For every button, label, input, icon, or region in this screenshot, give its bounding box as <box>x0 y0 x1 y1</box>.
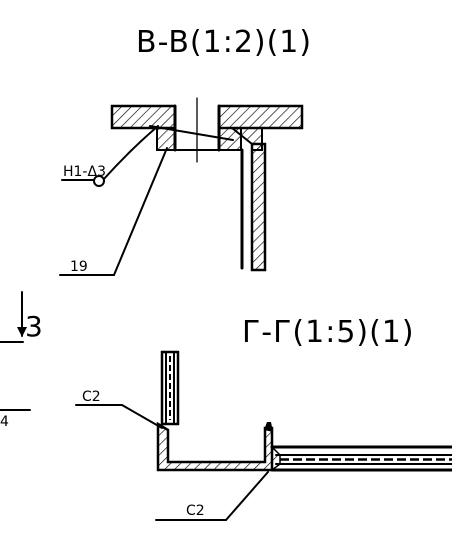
weld-callout-lower: C2 <box>155 471 269 521</box>
left-edge-markers: 3 4 <box>0 291 43 430</box>
part-number-label: 19 <box>70 259 88 275</box>
weld-mark-label: H1-Δ3 <box>63 164 106 180</box>
weld-label-lower: C2 <box>186 503 205 519</box>
section-gg-title: Г-Г(1:5)(1) <box>242 315 415 350</box>
cut-label: 4 <box>0 414 9 430</box>
flange-plate <box>110 97 304 163</box>
vertical-post <box>160 350 180 426</box>
vertical-wall <box>240 142 267 272</box>
part-leader: 19 <box>59 147 168 276</box>
bottom-channel <box>156 421 274 472</box>
section-gg: Г-Г(1:5)(1) C2 <box>75 315 452 521</box>
weld-callout: H1-Δ3 <box>61 125 159 187</box>
weld-label-upper: C2 <box>82 389 101 405</box>
boss-insert <box>149 125 242 151</box>
weld-callout-upper: C2 <box>75 389 163 429</box>
section-bb: B-B(1:2)(1) <box>59 25 312 276</box>
section-bb-title: B-B(1:2)(1) <box>136 25 312 60</box>
horizontal-panel <box>270 445 452 472</box>
view-marker-label: 3 <box>25 310 43 343</box>
